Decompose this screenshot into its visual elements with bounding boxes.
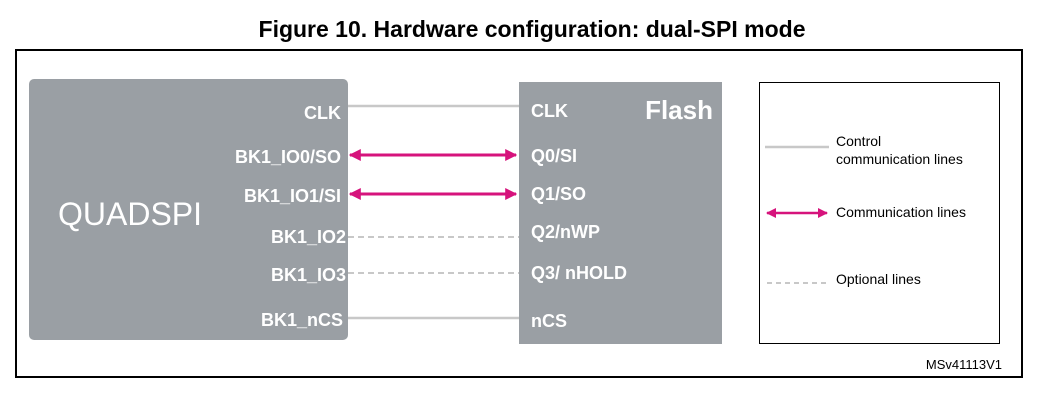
legend-control-line1: Control (836, 133, 882, 149)
quadspi-pin-io2: BK1_IO2 (270, 227, 346, 247)
legend-control-label: Control communication lines (836, 132, 963, 168)
quadspi-pin-io3: BK1_IO3 (270, 265, 346, 285)
flash-pin-q1: Q1/SO (531, 184, 587, 204)
flash-label: Flash (645, 95, 713, 125)
flash-pin-q0: Q0/SI (531, 146, 578, 166)
quadspi-block (29, 79, 348, 340)
legend-communication-label: Communication lines (836, 204, 966, 220)
figure-frame (15, 49, 1023, 378)
quadspi-pin-io0: BK1_IO0/SO (234, 147, 341, 167)
quadspi-pin-clk: CLK (304, 103, 341, 123)
flash-pin-clk: CLK (531, 101, 568, 121)
figure-title: Figure 10. Hardware configuration: dual-… (258, 16, 806, 42)
quadspi-pin-ncs: BK1_nCS (260, 310, 343, 330)
quadspi-pin-io1: BK1_IO1/SI (243, 186, 341, 206)
flash-pin-ncs: nCS (531, 311, 567, 331)
flash-pin-q3: Q3/ nHOLD (531, 263, 628, 283)
legend-control-line2: communication lines (836, 151, 963, 167)
flash-pin-q2: Q2/nWP (531, 222, 601, 242)
flash-block (519, 82, 722, 344)
quadspi-label: QUADSPI (58, 196, 203, 232)
figure-ref-code: MSv41113V1 (925, 357, 1002, 372)
legend-optional-label: Optional lines (836, 271, 921, 287)
